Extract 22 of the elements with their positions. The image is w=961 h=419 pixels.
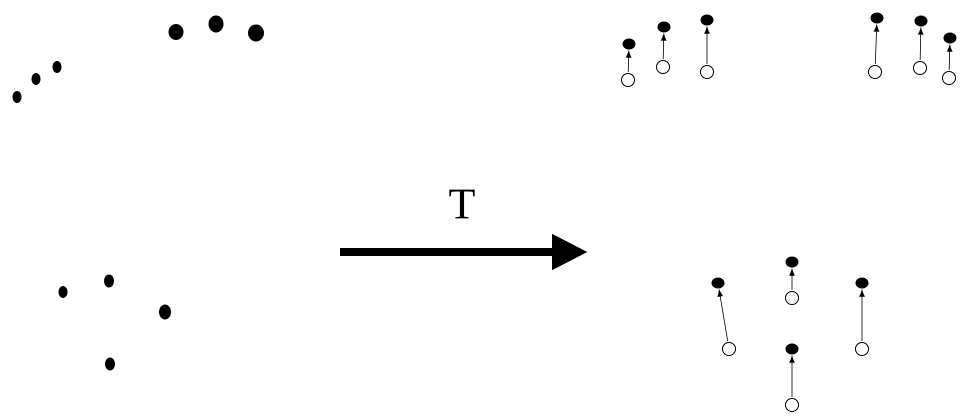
filled-dot bbox=[944, 32, 956, 44]
open-circle bbox=[868, 65, 882, 79]
open-circle bbox=[913, 61, 927, 75]
arrow bbox=[718, 290, 728, 342]
open-circle bbox=[656, 60, 670, 74]
transform-label: T bbox=[449, 190, 475, 218]
arrow bbox=[789, 268, 795, 290]
arrow bbox=[626, 50, 632, 72]
arrow bbox=[859, 290, 865, 342]
open-circle bbox=[621, 73, 635, 87]
arrow bbox=[789, 356, 795, 398]
arrow bbox=[704, 26, 710, 64]
arrow bbox=[946, 44, 952, 70]
open-circle bbox=[855, 342, 869, 356]
arrow bbox=[874, 24, 880, 64]
arrow bbox=[660, 34, 666, 60]
open-circle bbox=[700, 65, 714, 79]
open-circle bbox=[722, 342, 736, 356]
arrow bbox=[918, 28, 924, 60]
open-circle bbox=[785, 398, 799, 412]
open-circle bbox=[942, 71, 956, 85]
open-circle bbox=[785, 291, 799, 305]
